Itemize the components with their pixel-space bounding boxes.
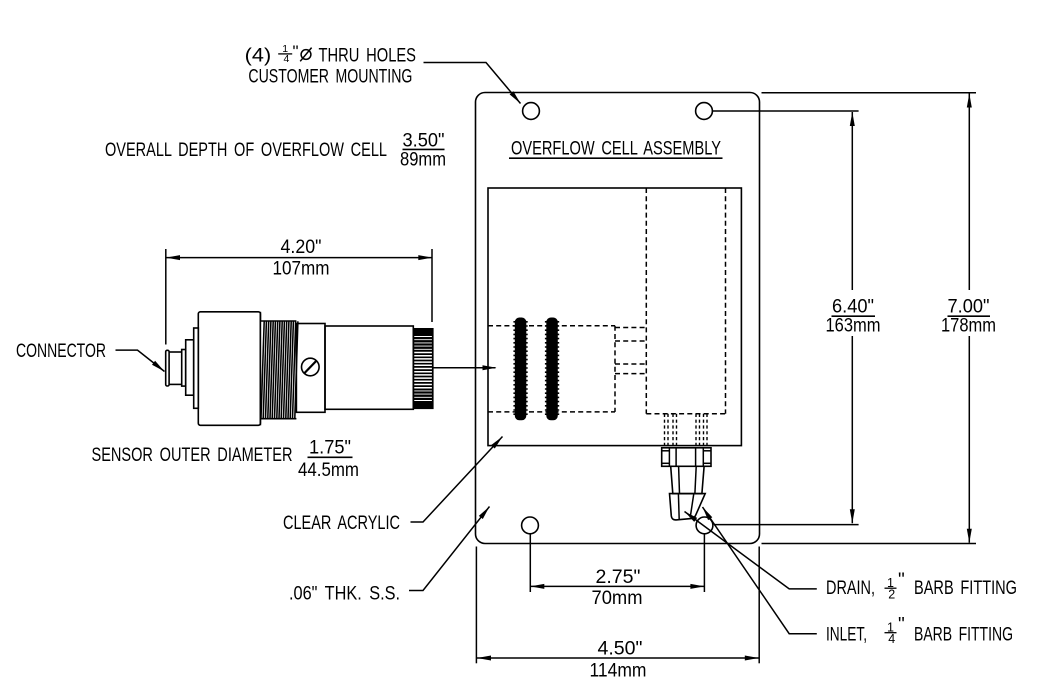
svg-text:": " (898, 570, 905, 591)
svg-text:OVERALL DEPTH OF OVERFLOW CELL: OVERALL DEPTH OF OVERFLOW CELL (105, 140, 387, 161)
svg-text:BARB FITTING: BARB FITTING (914, 578, 1017, 599)
svg-text:4.50": 4.50" (598, 639, 643, 660)
svg-text:": " (898, 615, 905, 636)
svg-text:6.40": 6.40" (832, 297, 874, 318)
svg-text:1: 1 (887, 576, 894, 590)
svg-text:107mm: 107mm (273, 258, 330, 279)
svg-text:178mm: 178mm (941, 315, 996, 336)
svg-text:THRU HOLES: THRU HOLES (319, 46, 417, 67)
svg-text:.06" THK. S.S.: .06" THK. S.S. (289, 584, 400, 605)
svg-text:": " (293, 42, 299, 61)
svg-text:CUSTOMER MOUNTING: CUSTOMER MOUNTING (248, 67, 412, 88)
svg-text:4: 4 (283, 53, 289, 65)
svg-text:70mm: 70mm (592, 588, 643, 609)
svg-text:4.20": 4.20" (281, 237, 322, 258)
svg-text:44.5mm: 44.5mm (298, 460, 359, 481)
svg-text:1.75": 1.75" (309, 438, 351, 459)
svg-text:3.50": 3.50" (403, 131, 445, 152)
svg-text:CLEAR ACRYLIC: CLEAR ACRYLIC (283, 513, 400, 534)
svg-text:4: 4 (888, 632, 895, 646)
svg-text:114mm: 114mm (590, 661, 647, 682)
svg-text:CONNECTOR: CONNECTOR (16, 341, 106, 362)
svg-text:89mm: 89mm (400, 150, 446, 171)
svg-text:SENSOR OUTER DIAMETER: SENSOR OUTER DIAMETER (92, 445, 293, 466)
svg-text:INLET,: INLET, (826, 625, 867, 646)
svg-text:163mm: 163mm (826, 315, 881, 336)
svg-text:7.00": 7.00" (948, 297, 990, 318)
svg-text:2: 2 (888, 588, 895, 602)
svg-text:OVERFLOW CELL ASSEMBLY: OVERFLOW CELL ASSEMBLY (511, 139, 721, 160)
svg-text:1: 1 (887, 620, 894, 634)
svg-text:2.75": 2.75" (596, 567, 641, 588)
svg-text:BARB FITTING: BARB FITTING (914, 625, 1013, 646)
svg-text:DRAIN,: DRAIN, (826, 578, 875, 599)
svg-text:1: 1 (282, 43, 288, 55)
svg-text:(4): (4) (245, 46, 272, 67)
